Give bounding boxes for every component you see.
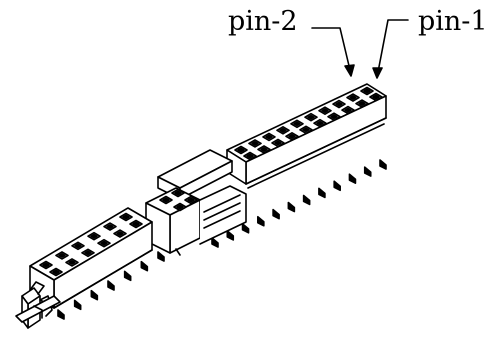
long-hole-row1-socket xyxy=(265,134,273,140)
short-pin xyxy=(107,280,115,291)
long-hole-row2-socket xyxy=(330,114,338,120)
short-pin xyxy=(157,251,165,262)
long-pin xyxy=(302,194,311,206)
short-hole-row1-socket xyxy=(122,214,130,220)
long-hole-row2-socket xyxy=(246,153,254,159)
long-hole-row1-socket xyxy=(335,101,343,107)
short-hole-row1-socket xyxy=(42,262,50,268)
long-pin xyxy=(226,230,235,241)
long-hole-row2-socket xyxy=(372,94,380,100)
short-pin xyxy=(140,260,149,272)
long-hole-row1-socket xyxy=(307,114,315,120)
long-pin xyxy=(287,201,296,213)
long-hole-row1-socket xyxy=(293,121,301,127)
short-header-pins xyxy=(57,251,165,320)
middle-section-holes xyxy=(159,188,198,212)
short-pin xyxy=(90,289,99,301)
short-hole-row1-socket xyxy=(58,252,66,258)
long-hole-row2-socket xyxy=(316,120,324,126)
short-hole-row2-socket xyxy=(52,269,60,275)
short-hole-row2-socket xyxy=(132,221,140,227)
long-hole-row1-socket xyxy=(251,140,259,146)
long-hole-row2-socket xyxy=(274,140,282,146)
long-pin xyxy=(333,180,341,192)
long-hole-row2-socket xyxy=(260,146,268,152)
long-pin xyxy=(257,215,265,227)
middle-hole-socket xyxy=(162,197,170,203)
long-hole-row1-socket xyxy=(321,108,329,114)
long-hole-row1-socket xyxy=(363,88,371,94)
long-hole-row2-socket xyxy=(358,101,366,107)
short-pin xyxy=(73,299,82,311)
short-hole-row1-socket xyxy=(90,233,98,239)
long-header-pins xyxy=(211,159,387,248)
long-hole-row1-socket xyxy=(349,95,357,101)
short-hole-row1-socket xyxy=(106,224,114,230)
long-hole-row2-socket xyxy=(344,107,352,113)
long-header xyxy=(226,83,387,189)
long-pin xyxy=(379,159,387,170)
short-hole-row2-socket xyxy=(116,231,124,237)
end-latch xyxy=(15,281,61,329)
long-pin xyxy=(363,166,372,177)
short-hole-row2-socket xyxy=(84,250,92,256)
long-pin xyxy=(211,237,219,248)
middle-hole-socket xyxy=(174,190,182,196)
long-hole-row2-socket xyxy=(302,127,310,133)
long-hole-row2-socket xyxy=(288,133,296,139)
long-pin xyxy=(348,173,357,184)
long-header-holes xyxy=(234,86,383,161)
long-pin xyxy=(241,223,250,234)
middle-hole-socket xyxy=(187,197,195,203)
middle-section xyxy=(145,185,247,256)
long-pin xyxy=(272,208,280,220)
short-header-holes xyxy=(39,212,143,277)
short-hole-row2-socket xyxy=(68,259,76,265)
middle-hole-socket xyxy=(176,204,184,210)
pin-1-label: pin-1 xyxy=(418,6,488,37)
short-hole-row1-socket xyxy=(74,243,82,249)
long-pin xyxy=(318,187,326,199)
short-pin xyxy=(57,309,65,320)
long-hole-row1-socket xyxy=(279,127,287,133)
pin1-leader xyxy=(372,19,409,79)
pin-2-label: pin-2 xyxy=(228,6,298,37)
short-hole-row2-socket xyxy=(100,240,108,246)
long-hole-row1-socket xyxy=(237,147,245,153)
short-pin xyxy=(123,270,132,282)
pin2-leader xyxy=(311,27,355,77)
